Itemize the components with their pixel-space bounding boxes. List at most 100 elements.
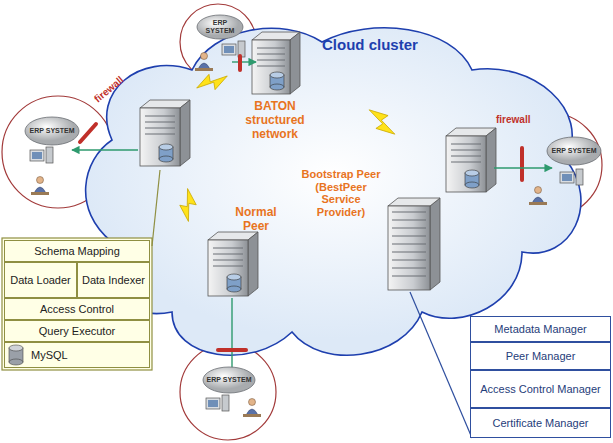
user-head [37, 177, 44, 184]
drive-slot [213, 266, 243, 267]
node-text: Access Control Manager [480, 383, 600, 396]
drive-slot [451, 150, 481, 151]
user-head [535, 187, 542, 194]
computer-icon [560, 169, 583, 185]
access-arrow [232, 61, 256, 62]
rack-slot [392, 251, 426, 252]
db-cylinder-bottom [270, 84, 284, 90]
peer-server [446, 128, 496, 192]
drive-slot [213, 248, 243, 249]
service-module-box: Metadata Manager [470, 316, 611, 342]
node-text: ERP SYSTEM [552, 147, 597, 155]
node-text: Peer Manager [506, 350, 576, 363]
panel-leader [410, 292, 472, 438]
rack-slot [392, 243, 426, 244]
peer-label: Normal Peer [226, 206, 286, 234]
erp-ellipse-shape [197, 15, 243, 39]
screen [208, 400, 218, 407]
user-icon [529, 187, 547, 206]
user-head [249, 399, 256, 406]
firewall-label: firewall [92, 64, 138, 105]
firewall-bar [520, 148, 524, 180]
monitor [222, 44, 236, 55]
cloud-outline [86, 28, 581, 355]
node-text: Data Indexer [82, 274, 145, 287]
access-arrow [494, 167, 552, 168]
node-text: Metadata Manager [494, 323, 586, 336]
server-side [290, 32, 300, 94]
peer-module-box: Data Indexer [77, 262, 150, 298]
node-text: ERP SYSTEM [199, 19, 241, 35]
db-cylinder-bottom [465, 182, 479, 188]
erp-system-icon: ERP SYSTEM [196, 14, 244, 40]
screen [224, 46, 234, 53]
drive-slot [213, 260, 243, 261]
cluster-title: Cloud cluster [322, 36, 432, 53]
db-cylinder-top [159, 144, 173, 150]
screen [32, 152, 42, 159]
rack-slot [392, 227, 426, 228]
lightning-bolt [369, 110, 395, 134]
rack-slot [392, 235, 426, 236]
drive-slot [257, 54, 285, 55]
node-text: MySQL [31, 349, 68, 362]
user-icon [31, 177, 49, 196]
erp-ellipse-shape [547, 137, 601, 165]
firewall-bar [218, 348, 246, 352]
rack-side [430, 198, 440, 290]
drive-slot [451, 162, 481, 163]
rack-slot [392, 259, 426, 260]
site-circle [180, 344, 276, 440]
mysql-icon [9, 345, 23, 365]
peer-module-box: MySQL [4, 342, 150, 368]
rack-front [388, 206, 430, 290]
service-module-box: Peer Manager [470, 342, 611, 370]
db-cylinder-top [270, 72, 284, 78]
drive-slot [257, 60, 285, 61]
peer-server [252, 32, 300, 94]
server-front [252, 40, 290, 94]
server-front [140, 108, 180, 166]
peer-module-panel [2, 238, 152, 370]
rack-slot [392, 211, 426, 212]
drive-slot [213, 254, 243, 255]
peer-module-box: Schema Mapping [4, 240, 150, 262]
node-text: Schema Mapping [34, 245, 120, 258]
tower [576, 169, 583, 185]
lightning-bolt [197, 74, 228, 89]
firewall-bar [238, 56, 242, 70]
erp-ellipse-shape [25, 117, 79, 145]
user-icon [195, 53, 213, 72]
firewall-bar [80, 124, 96, 142]
computer-icon [222, 41, 245, 57]
db-cylinder-bottom [159, 156, 173, 162]
drive-slot [145, 122, 175, 123]
rack-top [388, 198, 440, 206]
drive-slot [145, 128, 175, 129]
server-side [180, 100, 190, 166]
drive-slot [451, 156, 481, 157]
computer-icon [206, 395, 229, 411]
user-desk [243, 414, 261, 417]
peer-module-box: Data Loader [4, 262, 77, 298]
user-head [201, 53, 208, 60]
peer-module-box: Access Control [4, 298, 150, 320]
db-cylinder-top [227, 274, 241, 280]
server-side [486, 128, 496, 192]
panel-leader [152, 170, 160, 246]
bootstrap-rack [388, 198, 440, 290]
drive-slot [257, 48, 285, 49]
network-label: BATON structured network [234, 100, 316, 141]
node-text: Access Control [40, 303, 114, 316]
rack-slot [392, 267, 426, 268]
screen [562, 174, 572, 181]
drive-slot [451, 144, 481, 145]
site-link [231, 298, 232, 368]
access-arrow [72, 149, 138, 150]
monitor [560, 172, 574, 183]
server-side [248, 232, 258, 296]
db-bottom [9, 359, 23, 365]
computer-icon [30, 147, 53, 163]
